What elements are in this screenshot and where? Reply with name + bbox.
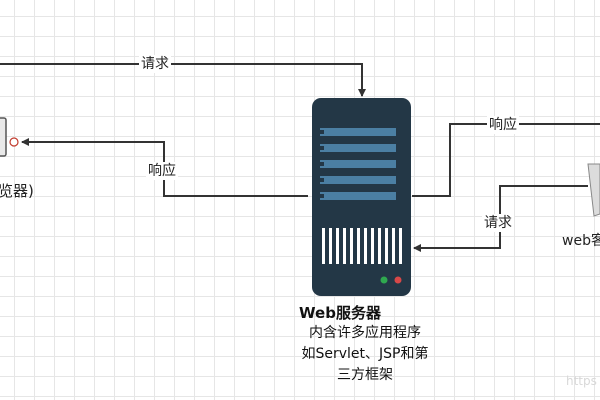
server-description: 内含许多应用程序 如Servlet、JSP和第 三方框架 (270, 323, 460, 386)
right-client-label: web客 (562, 233, 600, 249)
server-description-line: 三方框架 (337, 367, 393, 383)
status-led-red (394, 276, 402, 284)
server-icon (312, 98, 411, 296)
left-client-icon (0, 117, 19, 157)
edge-label-request-top: 请求 (139, 55, 171, 73)
server-description-line: 内含许多应用程序 (309, 325, 421, 341)
edge-label-response-left: 响应 (146, 162, 178, 180)
server-title: Web服务器 (299, 304, 381, 322)
server-slot (320, 144, 396, 152)
server-slot (320, 192, 396, 200)
server-slot (320, 160, 396, 168)
right-client-icon (587, 163, 600, 217)
request-arrow-top (0, 63, 366, 97)
server-description-line: 如Servlet、JSP和第 (301, 346, 429, 362)
server-vent (322, 228, 402, 264)
response-arrow-right (412, 123, 600, 197)
left-client-label: 览器) (0, 182, 34, 200)
status-led-green (380, 276, 388, 284)
server-slot (320, 128, 396, 136)
watermark: https (566, 374, 597, 388)
edge-label-request-right: 请求 (482, 214, 514, 232)
edge-label-response-right: 响应 (487, 116, 519, 134)
server-slot (320, 176, 396, 184)
